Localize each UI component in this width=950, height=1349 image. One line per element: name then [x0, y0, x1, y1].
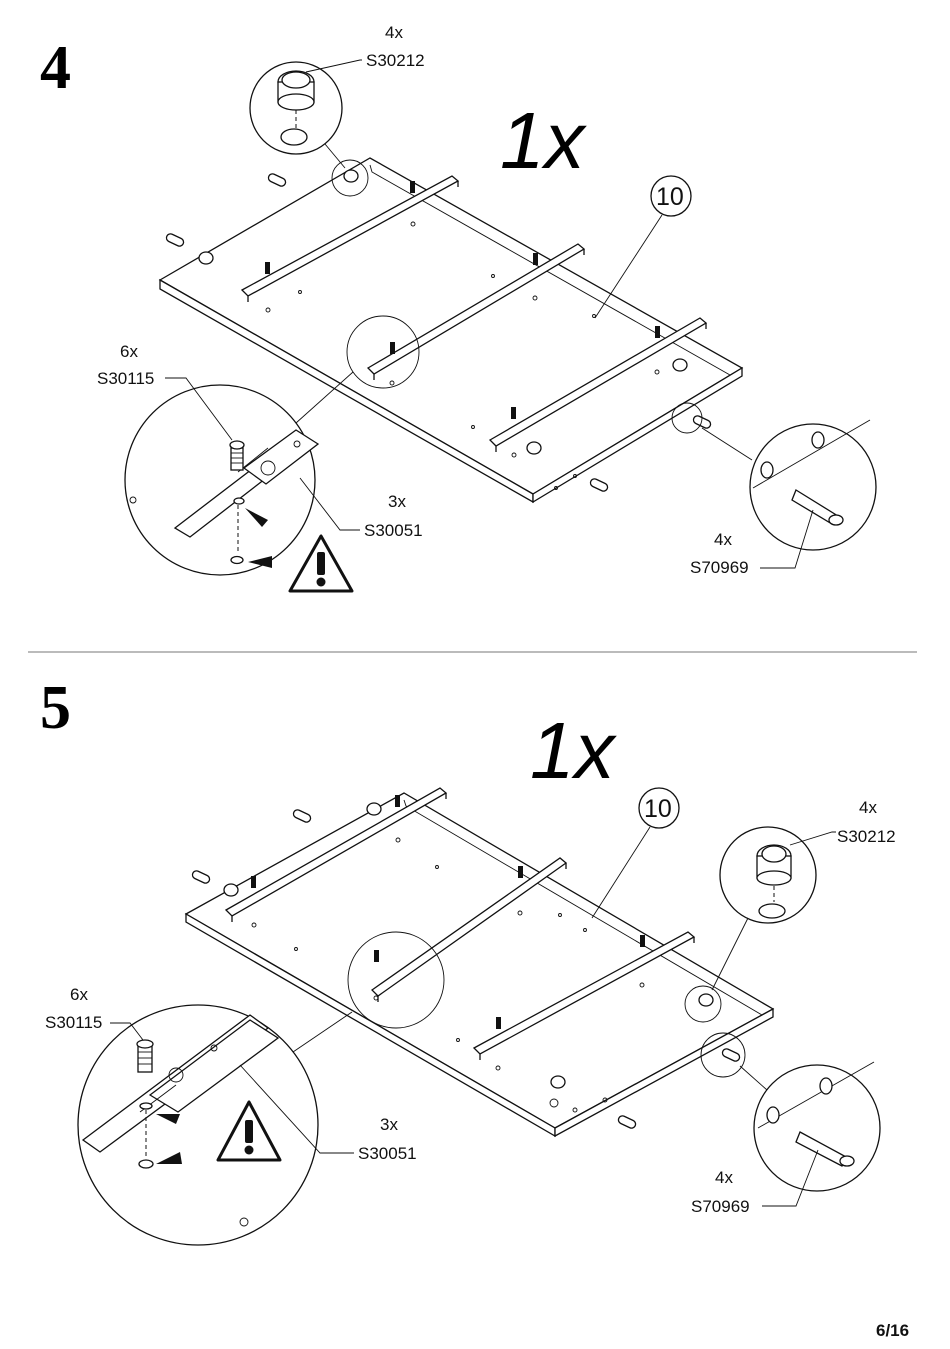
step-4-insert-qty: 6x: [120, 342, 138, 361]
step-4-detail-dowel: 4x S70969: [690, 419, 877, 577]
step-5-callout-cam-lock: 4x S30212: [711, 798, 896, 991]
step-5-detail-slide: 6x S30115 3x S30051: [45, 985, 417, 1246]
step-4-panel-drawing: [158, 157, 744, 504]
step-5-quantity: 1x: [530, 706, 617, 795]
step-5-cam-lock-part: S30212: [837, 827, 896, 846]
step-4: 4 1x: [40, 23, 877, 593]
step-4-warning-icon: [288, 534, 354, 593]
step-5-cam-lock-qty: 4x: [859, 798, 877, 817]
step-5-insert-part: S30115: [45, 1013, 102, 1032]
step-4-slide-qty: 3x: [388, 492, 406, 511]
step-4-detail-slide: 6x S30115 3x S30051: [97, 342, 423, 576]
step-4-cam-lock-qty: 4x: [385, 23, 403, 42]
step-5-dowel-qty: 4x: [715, 1168, 733, 1187]
step-4-quantity: 1x: [500, 96, 587, 185]
step-5-slide-qty: 3x: [380, 1115, 398, 1134]
step-4-callout-cam-lock: 4x S30212: [249, 23, 425, 169]
step-5: 5 1x: [40, 674, 896, 1246]
step-5-warning-icon: [216, 1100, 282, 1162]
page-number: 6/16: [876, 1321, 909, 1340]
step-5-dowel-part: S70969: [691, 1197, 750, 1216]
step-4-panel-label: 10: [594, 175, 692, 319]
step-4-insert-part: S30115: [97, 369, 154, 388]
step-5-slide-part: S30051: [358, 1144, 417, 1163]
step-5-detail-dowel: 4x S70969: [691, 1061, 881, 1216]
step-4-cam-lock-part: S30212: [366, 51, 425, 70]
step-4-dowel-part: S70969: [690, 558, 749, 577]
step-5-insert-qty: 6x: [70, 985, 88, 1004]
step-4-panel-number: 10: [656, 183, 684, 211]
step-5-panel-number: 10: [644, 795, 672, 823]
step-4-dowel-qty: 4x: [714, 530, 732, 549]
step-5-panel-label: 10: [591, 787, 680, 919]
step-5-panel-drawing: [184, 787, 775, 1138]
step-4-number: 4: [40, 34, 71, 102]
step-5-number: 5: [40, 674, 71, 742]
step-4-slide-part: S30051: [364, 521, 423, 540]
